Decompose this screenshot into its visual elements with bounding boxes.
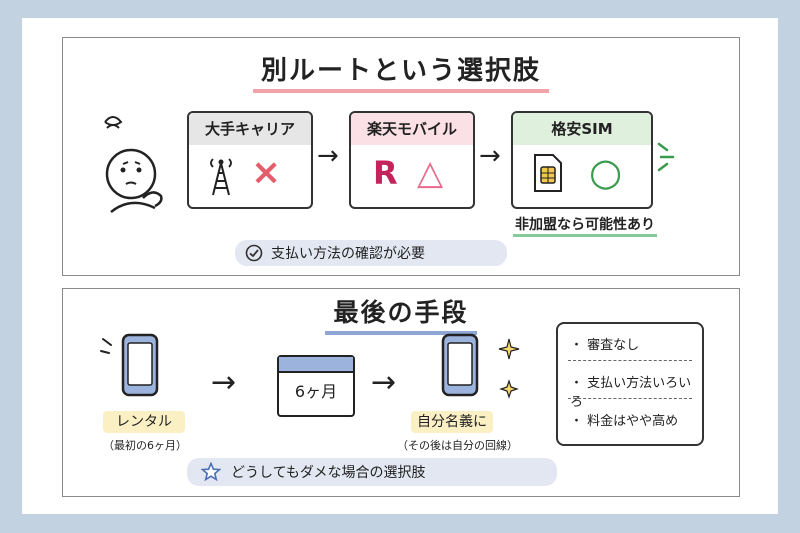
star-icon [201,462,221,482]
list-item: ・ 料金はやや高め [570,414,679,429]
circle-mark-icon: ○ [589,150,623,194]
arrow-icon: → [317,141,339,171]
notice-text: どうしてもダメな場合の選択肢 [231,465,426,481]
arrow-icon: → [211,365,237,400]
rental-period-text: （最初の6ヶ月） [103,439,187,452]
own-line-text: （その後は自分の回線） [397,439,518,452]
budget-sim-card: 格安SIM ○ [511,111,653,209]
rakuten-mobile-card: 楽天モバイル R △ [349,111,475,209]
card-header: 楽天モバイル [351,113,473,145]
calendar-text: 6ヶ月 [294,382,338,401]
rental-label: レンタル [103,411,185,433]
sparkle-lines-icon [657,142,675,172]
alternative-routes-panel: 別ルートという選択肢 大手キャリア × → 楽天モバイル R △ → 格安SIM [62,37,740,276]
sim-card-icon [534,154,562,192]
arrow-icon: → [479,141,501,171]
check-circle-icon [245,244,263,262]
own-name-label: 自分名義に [411,411,493,433]
rakuten-logo-icon: R [373,154,398,192]
panel-title: 別ルートという選択肢 [63,50,739,93]
triangle-mark-icon: △ [417,153,444,193]
list-item: ・ 審査なし [570,338,640,353]
thinking-person-illustration [104,116,163,213]
panel-title: 最後の手段 [63,293,739,335]
list-item: ・ 支払い方法いろいろ [570,376,692,410]
divider [568,360,692,361]
phone-icon [100,333,159,397]
notice-text: 支払い方法の確認が必要 [271,246,425,262]
last-resort-notice: どうしてもダメな場合の選択肢 [187,458,557,486]
antenna-tower-icon [210,158,232,196]
calendar-icon: 6ヶ月 [277,355,355,417]
rental-features-list: ・ 審査なし ・ 支払い方法いろいろ ・ 料金はやや高め [556,322,704,446]
calendar-header [279,357,353,373]
phone-icon [441,333,520,399]
major-carrier-card: 大手キャリア × [187,111,313,209]
payment-check-notice: 支払い方法の確認が必要 [235,240,507,266]
arrow-icon: → [371,365,397,400]
card-header: 大手キャリア [189,113,311,145]
cross-mark-icon: × [251,152,282,193]
divider [568,398,692,399]
card-header: 格安SIM [513,113,651,145]
non-member-possibility-note: 非加盟なら可能性あり [513,214,657,237]
